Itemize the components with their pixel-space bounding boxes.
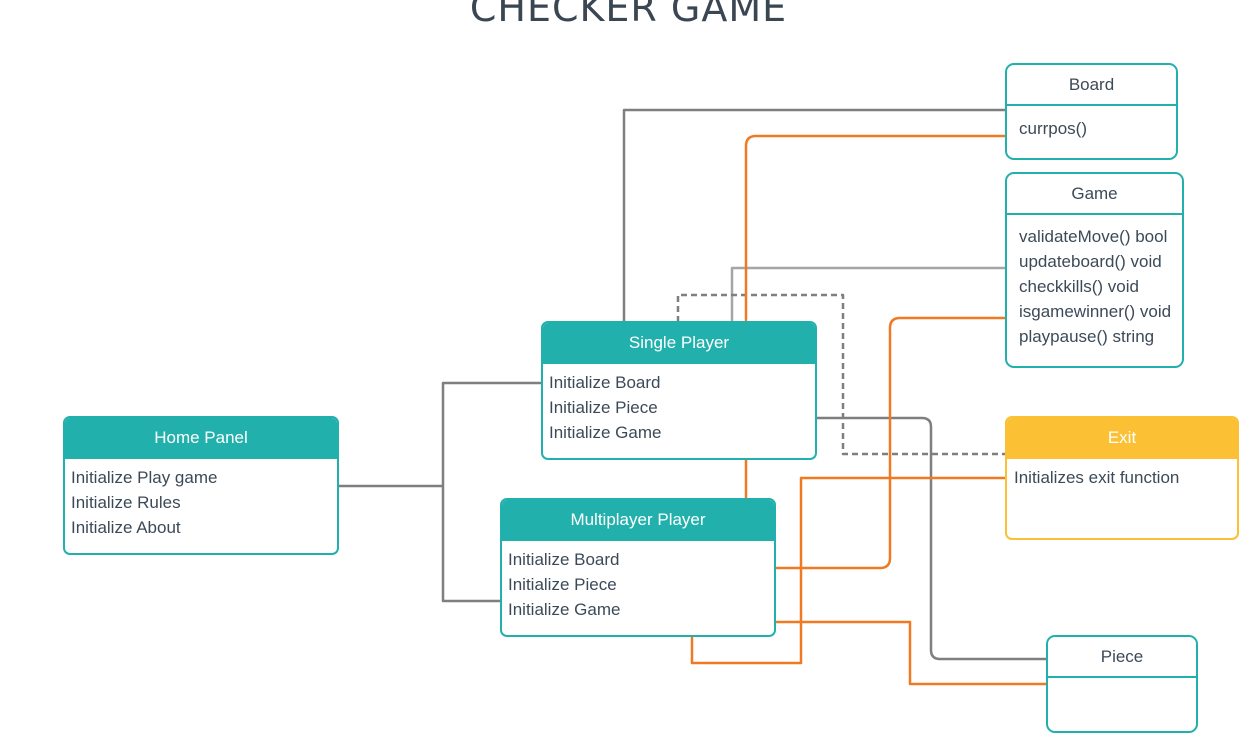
game-body: validateMove() bool updateboard() void c… xyxy=(1007,215,1182,349)
board-box[interactable]: Board currpos() xyxy=(1005,63,1178,160)
connector-single-to-board xyxy=(622,108,1006,322)
piece-title: Piece xyxy=(1048,637,1196,678)
board-title: Board xyxy=(1007,65,1176,106)
multiplayer-player-title: Multiplayer Player xyxy=(502,500,774,541)
game-box[interactable]: Game validateMove() bool updateboard() v… xyxy=(1005,172,1184,368)
connector-multi-to-piece xyxy=(774,620,1047,686)
board-item: currpos() xyxy=(1019,119,1088,138)
exit-body: Initializes exit function xyxy=(1007,459,1237,490)
exit-title: Exit xyxy=(1007,418,1237,459)
multiplayer-player-item: Initialize Board xyxy=(508,550,620,569)
single-player-body: Initialize Board Initialize Piece Initia… xyxy=(543,364,815,445)
connector-single-to-exit-dashed xyxy=(676,293,1006,456)
game-item: isgamewinner() void xyxy=(1019,302,1172,321)
multiplayer-player-body: Initialize Board Initialize Piece Initia… xyxy=(502,541,774,622)
game-item: checkkills() void xyxy=(1019,277,1139,296)
single-player-item: Initialize Piece xyxy=(549,398,658,417)
home-panel-box[interactable]: Home Panel Initialize Play game Initiali… xyxy=(63,416,339,555)
piece-body xyxy=(1048,678,1196,686)
single-player-item: Initialize Game xyxy=(549,423,662,442)
exit-box[interactable]: Exit Initializes exit function xyxy=(1005,416,1239,540)
home-panel-body: Initialize Play game Initialize Rules In… xyxy=(65,459,337,540)
board-body: currpos() xyxy=(1007,106,1176,141)
home-panel-item: Initialize About xyxy=(71,518,181,537)
game-item: playpause() string xyxy=(1019,327,1155,346)
diagram-title: CHECKER GAME xyxy=(469,0,788,30)
single-player-title: Single Player xyxy=(543,323,815,364)
connector-players-to-board xyxy=(744,134,1006,498)
single-player-item: Initialize Board xyxy=(549,373,661,392)
piece-box[interactable]: Piece xyxy=(1046,635,1198,733)
multiplayer-player-box[interactable]: Multiplayer Player Initialize Board Init… xyxy=(500,498,776,637)
home-panel-item: Initialize Play game xyxy=(71,468,218,487)
connector-multi-to-game xyxy=(774,316,1006,570)
game-item: updateboard() void xyxy=(1019,252,1162,271)
connector-home-to-players xyxy=(337,381,541,603)
exit-item: Initializes exit function xyxy=(1014,468,1180,487)
single-player-box[interactable]: Single Player Initialize Board Initializ… xyxy=(541,321,817,460)
home-panel-title: Home Panel xyxy=(65,418,337,459)
connector-single-to-piece xyxy=(816,416,1047,661)
connector-multi-to-exit xyxy=(690,476,1006,665)
game-item: validateMove() bool xyxy=(1019,227,1168,246)
home-panel-item: Initialize Rules xyxy=(71,493,181,512)
game-title: Game xyxy=(1007,174,1182,215)
connector-single-to-game xyxy=(730,266,1006,322)
multiplayer-player-item: Initialize Piece xyxy=(508,575,617,594)
multiplayer-player-item: Initialize Game xyxy=(508,600,621,619)
